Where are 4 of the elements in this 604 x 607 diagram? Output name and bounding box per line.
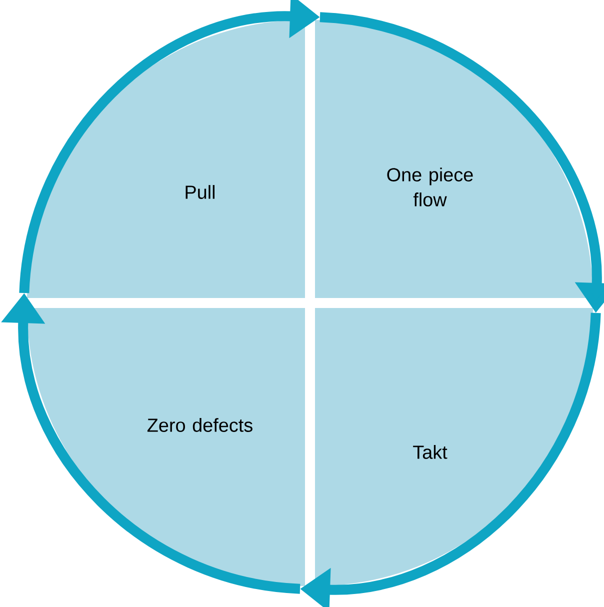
quadrant-sector: Takt [315,308,593,586]
quadrant-sector: Zero defects [27,308,305,586]
quadrant-sector: Pull [27,20,305,298]
quadrant-sector: One piece flow [315,20,593,298]
